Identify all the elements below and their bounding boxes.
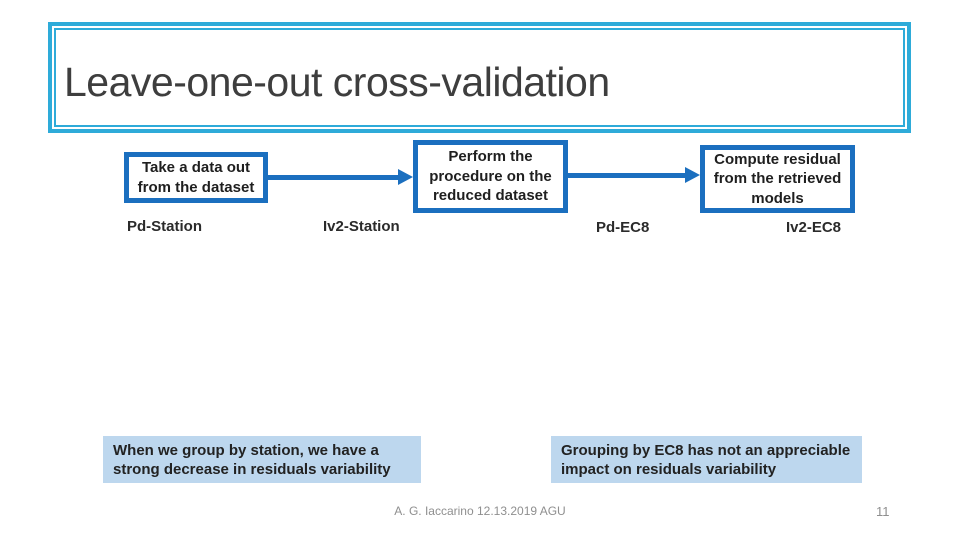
note-station-grouping: When we group by station, we have a stro… (103, 436, 421, 483)
arrow-shaft (567, 173, 687, 178)
group-label-iv2-ec8: Iv2-EC8 (786, 219, 842, 236)
arrow-right-icon (685, 167, 700, 183)
group-label-pd-ec8: Pd-EC8 (596, 219, 650, 236)
footer-credit: A. G. Iaccarino 12.13.2019 AGU (394, 504, 566, 518)
page-number: 11 (876, 504, 890, 519)
note-ec8-grouping: Grouping by EC8 has not an appreciable i… (551, 436, 862, 483)
arrow-right-icon (398, 169, 413, 185)
arrow-shaft (267, 175, 400, 180)
group-label-pd-station: Pd-Station (127, 218, 202, 235)
flow-step-label: Compute residual from the retrieved mode… (713, 150, 842, 207)
group-label-iv2-station: Iv2-Station (323, 218, 400, 235)
flow-step-compute-residual: Compute residual from the retrieved mode… (700, 145, 855, 213)
flow-step-take-data-out: Take a data out from the dataset (124, 152, 268, 203)
flow-step-label: Perform the procedure on the reduced dat… (429, 148, 552, 205)
flow-step-label: Take a data out from the dataset (137, 159, 255, 196)
title-frame: Leave-one-out cross-validation (48, 22, 911, 133)
page-title: Leave-one-out cross-validation (64, 59, 610, 105)
flow-step-perform-procedure: Perform the procedure on the reduced dat… (413, 140, 568, 213)
